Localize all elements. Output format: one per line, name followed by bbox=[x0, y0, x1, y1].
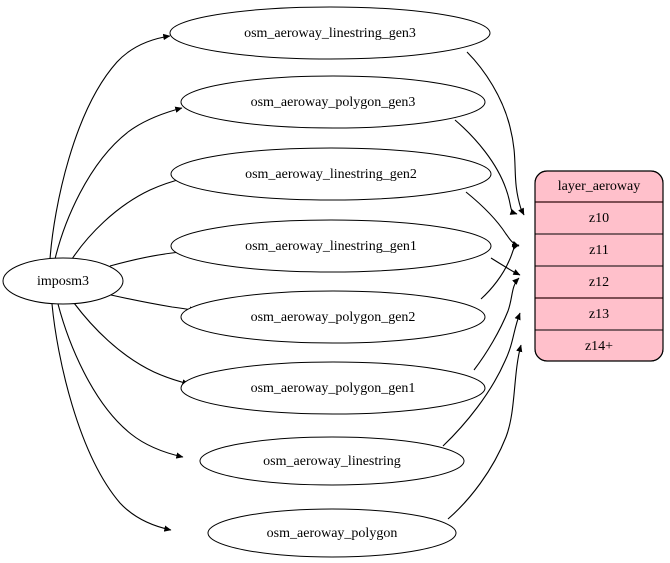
layer-aeroway-z12-label: z12 bbox=[589, 275, 609, 290]
node-osm-aeroway-linestring-gen1[interactable]: osm_aeroway_linestring_gen1 bbox=[170, 219, 492, 273]
osm-aeroway-linestring-gen1-label: osm_aeroway_linestring_gen1 bbox=[245, 239, 417, 254]
layer-aeroway-z14-label: z14+ bbox=[585, 339, 613, 354]
osm-aeroway-polygon-gen2-ellipse[interactable] bbox=[180, 290, 486, 344]
layer-aeroway-header-label: layer_aeroway bbox=[558, 179, 640, 194]
edge-linestring-gen3-to-z10 bbox=[466, 51, 525, 216]
edge-imposm3-to-polygon-gen1 bbox=[73, 302, 190, 386]
edge-polygon-gen2-to-z11 bbox=[480, 243, 520, 300]
osm-aeroway-polygon-gen2-label: osm_aeroway_polygon_gen2 bbox=[251, 310, 416, 325]
node-osm-aeroway-linestring-gen2[interactable]: osm_aeroway_linestring_gen2 bbox=[170, 147, 492, 201]
node-imposm3[interactable]: imposm3 bbox=[2, 257, 124, 305]
osm-aeroway-polygon-gen1-ellipse[interactable] bbox=[180, 361, 486, 415]
osm-aeroway-polygon-ellipse[interactable] bbox=[207, 508, 457, 558]
osm-aeroway-polygon-gen1-label: osm_aeroway_polygon_gen1 bbox=[251, 381, 416, 396]
edge-polygon-gen3-to-z10 bbox=[454, 119, 518, 215]
node-osm-aeroway-linestring-gen3[interactable]: osm_aeroway_linestring_gen3 bbox=[169, 6, 491, 60]
edge-imposm3-to-linestring-gen3 bbox=[49, 33, 171, 260]
edge-polygon-to-z14 bbox=[447, 344, 523, 520]
osm-aeroway-linestring-gen3-ellipse[interactable] bbox=[169, 6, 491, 60]
osm-aeroway-polygon-label: osm_aeroway_polygon bbox=[267, 526, 398, 541]
edge-imposm3-to-polygon-gen2 bbox=[110, 294, 197, 313]
node-osm-aeroway-polygon-gen2[interactable]: osm_aeroway_polygon_gen2 bbox=[180, 290, 486, 344]
osm-aeroway-linestring-gen2-ellipse[interactable] bbox=[170, 147, 492, 201]
osm-aeroway-linestring-gen3-label: osm_aeroway_linestring_gen3 bbox=[244, 26, 416, 41]
imposm3-label: imposm3 bbox=[37, 274, 89, 289]
edge-linestring-gen1-to-z12 bbox=[490, 257, 521, 276]
edge-imposm3-to-polygon-gen3 bbox=[54, 106, 183, 260]
node-osm-aeroway-linestring[interactable]: osm_aeroway_linestring bbox=[199, 436, 465, 486]
edge-group-source-to-tables bbox=[49, 33, 197, 532]
osm-aeroway-polygon-gen3-ellipse[interactable] bbox=[180, 75, 486, 129]
osm-aeroway-linestring-ellipse[interactable] bbox=[199, 436, 465, 486]
node-osm-aeroway-polygon-gen3[interactable]: osm_aeroway_polygon_gen3 bbox=[180, 75, 486, 129]
osm-aeroway-linestring-label: osm_aeroway_linestring bbox=[263, 454, 401, 469]
edge-linestring-to-z13 bbox=[442, 312, 521, 447]
node-osm-aeroway-polygon-gen1[interactable]: osm_aeroway_polygon_gen1 bbox=[180, 361, 486, 415]
imposm3-ellipse[interactable] bbox=[2, 257, 124, 305]
edge-imposm3-to-linestring-gen2 bbox=[71, 176, 186, 260]
edge-polygon-gen1-to-z12 bbox=[473, 277, 520, 371]
edge-group-tables-to-layer bbox=[442, 51, 525, 520]
osm-aeroway-linestring-gen1-ellipse[interactable] bbox=[170, 219, 492, 273]
layer-aeroway-z11-label: z11 bbox=[589, 243, 609, 258]
node-osm-aeroway-polygon[interactable]: osm_aeroway_polygon bbox=[207, 508, 457, 558]
edge-imposm3-to-polygon bbox=[51, 303, 172, 532]
layer-aeroway-z13-label: z13 bbox=[589, 307, 609, 322]
layer-aeroway-z10-label: z10 bbox=[589, 211, 609, 226]
node-layer-aeroway[interactable]: layer_aeroway z10 z11 z12 z13 z14+ bbox=[534, 170, 664, 362]
osm-aeroway-linestring-gen2-label: osm_aeroway_linestring_gen2 bbox=[245, 167, 417, 182]
osm-aeroway-polygon-gen3-label: osm_aeroway_polygon_gen3 bbox=[251, 95, 416, 110]
layer-aeroway-row-z12[interactable] bbox=[534, 265, 664, 299]
edge-imposm3-to-linestring bbox=[57, 303, 184, 459]
layer-aeroway-outline bbox=[534, 170, 664, 362]
